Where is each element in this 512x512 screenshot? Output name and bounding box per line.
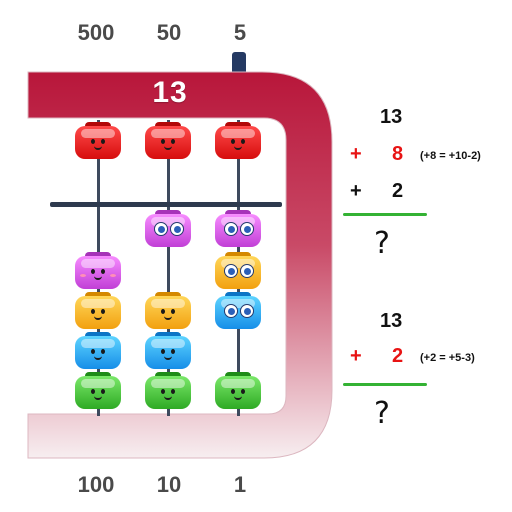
rod-tens — [167, 120, 170, 416]
problem-1-step-1-value: 8 — [392, 143, 404, 165]
problem-2-step-1-sign: + — [350, 345, 362, 367]
problem-1-step-1-hint: (+8 = +10-2) — [420, 150, 481, 162]
problem-1-step-2-value: 2 — [392, 180, 404, 202]
lower-bead-tens-4[interactable] — [145, 372, 191, 410]
abacus-peg — [232, 52, 246, 74]
lower-bead-ones-2[interactable] — [215, 252, 261, 290]
lower-bead-tens-2[interactable] — [145, 292, 191, 330]
problem-2-step-1-value: 2 — [392, 345, 404, 367]
problem-2-answer[interactable]: ? — [374, 396, 390, 431]
problem-1-step-1-sign: + — [350, 143, 362, 165]
problem-1-start: 13 — [380, 106, 403, 128]
top-label-500: 500 — [77, 20, 115, 45]
lower-bead-hundreds-3[interactable] — [75, 332, 121, 370]
upper-bead-hundreds[interactable] — [75, 122, 121, 160]
top-label-50: 50 — [156, 20, 182, 45]
abacus-value: 13 — [152, 76, 188, 109]
top-label-5: 5 — [233, 20, 247, 45]
problem-1-step-2-sign: + — [350, 180, 362, 202]
problem-2-start: 13 — [380, 310, 403, 332]
abacus-beam — [50, 202, 282, 207]
lower-bead-tens-3[interactable] — [145, 332, 191, 370]
problem-2-answer-line — [343, 383, 427, 386]
problem-2-step-1-hint: (+2 = +5-3) — [420, 352, 475, 364]
lower-bead-hundreds-2[interactable] — [75, 292, 121, 330]
lower-bead-hundreds-1[interactable] — [75, 252, 121, 290]
problem-1-answer-line — [343, 213, 427, 216]
lower-bead-ones-1[interactable] — [215, 210, 261, 248]
lower-bead-tens-1[interactable] — [145, 210, 191, 248]
bottom-label-1: 1 — [233, 472, 247, 497]
bottom-label-10: 10 — [156, 472, 182, 497]
lower-bead-ones-3[interactable] — [215, 292, 261, 330]
lower-bead-ones-4[interactable] — [215, 372, 261, 410]
upper-bead-ones[interactable] — [215, 122, 261, 160]
lower-bead-hundreds-4[interactable] — [75, 372, 121, 410]
bottom-label-100: 100 — [77, 472, 115, 497]
problem-1-answer[interactable]: ? — [374, 226, 390, 261]
upper-bead-tens[interactable] — [145, 122, 191, 160]
